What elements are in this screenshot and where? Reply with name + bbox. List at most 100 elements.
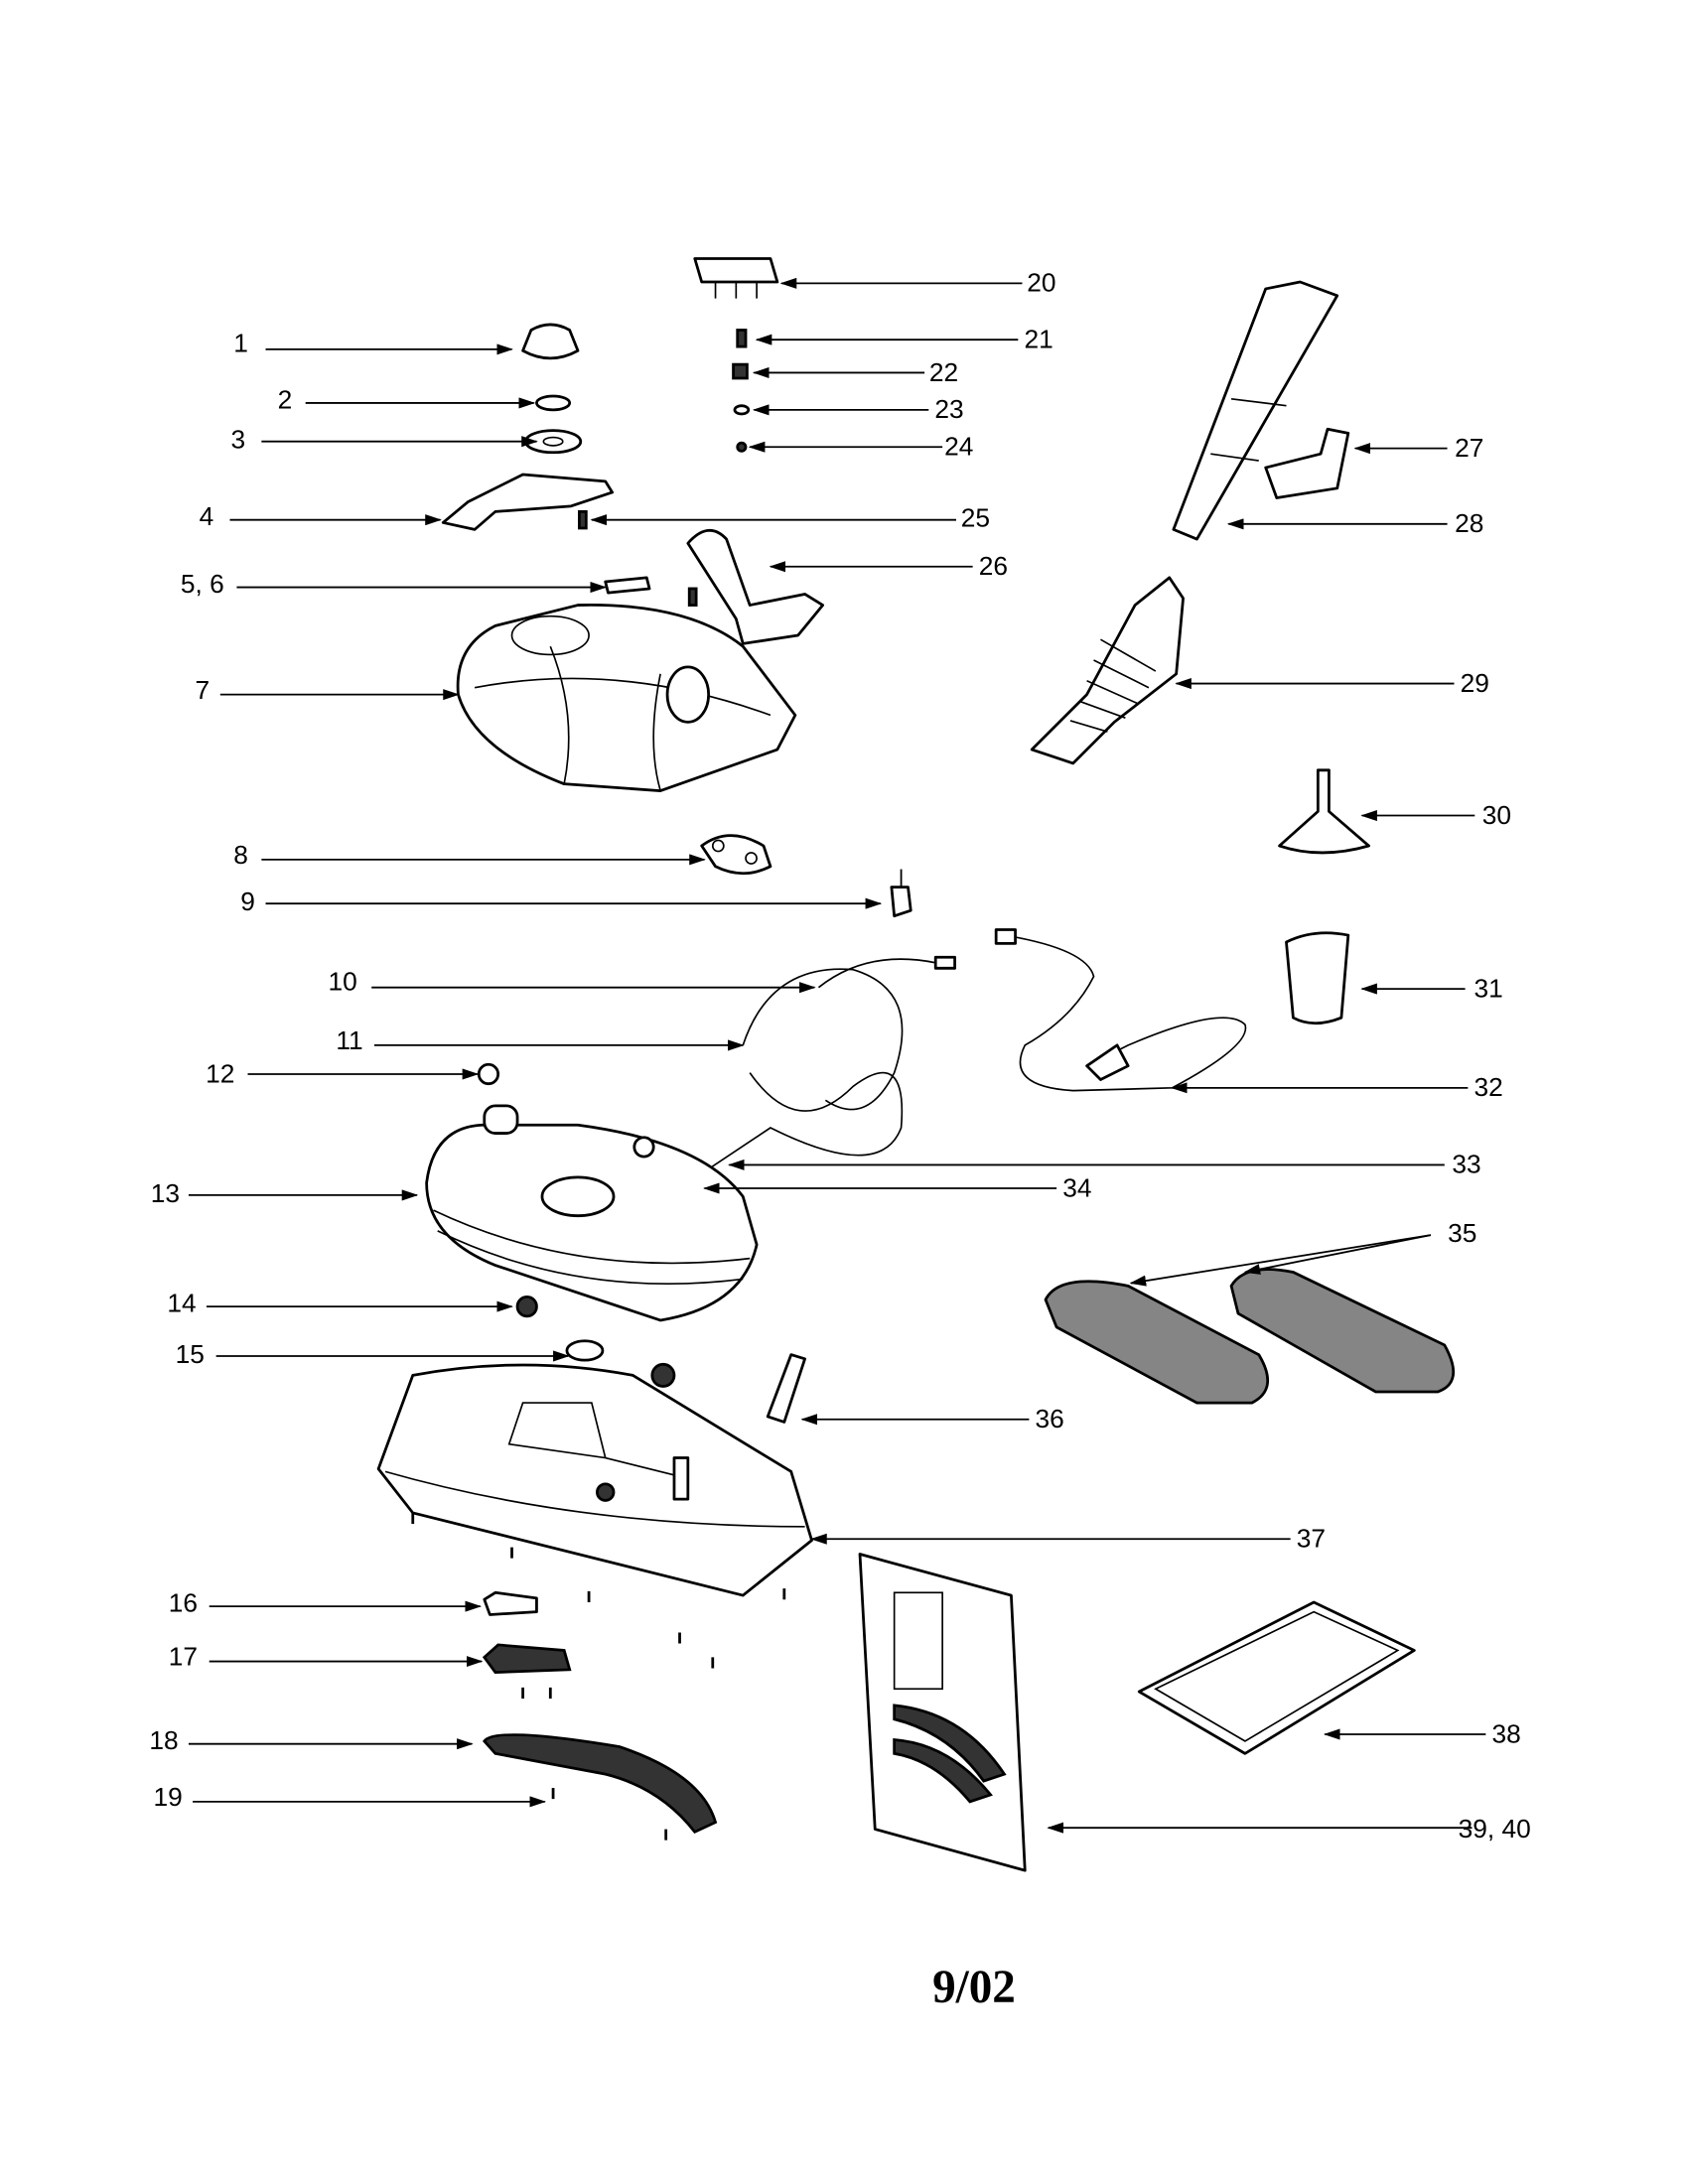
part-1-knob <box>521 323 580 360</box>
part-27-clip <box>1264 427 1350 499</box>
part-17-pad <box>482 1643 572 1675</box>
callout-number: 27 <box>1455 433 1483 463</box>
part-25-pin <box>578 509 588 530</box>
part-26-bracket <box>686 529 824 645</box>
callout-number: 16 <box>169 1588 198 1618</box>
callout-number: 5, 6 <box>181 569 224 599</box>
part-2-washer <box>535 394 572 412</box>
callout-number: 20 <box>1027 268 1055 298</box>
part-24-ball <box>736 441 748 453</box>
callout-number: 30 <box>1482 800 1511 830</box>
part-7-upper-housing <box>456 604 797 792</box>
callout-number: 35 <box>1448 1218 1476 1248</box>
part-4-trigger <box>441 473 615 531</box>
callout: 13 <box>151 1178 419 1208</box>
callout: 37 <box>810 1524 1326 1554</box>
callout: 18 <box>149 1725 474 1755</box>
callout: 25 <box>590 503 990 533</box>
callout: 10 <box>328 966 816 996</box>
leader-arrow <box>1243 1234 1432 1275</box>
callout: 23 <box>752 394 964 424</box>
screws <box>411 1512 786 1841</box>
callout-number: 37 <box>1297 1524 1326 1554</box>
callout-number: 8 <box>233 840 248 870</box>
callout: 2 <box>278 384 536 414</box>
leader-arrow <box>1129 1234 1432 1287</box>
callout: 34 <box>703 1172 1092 1202</box>
callout: 28 <box>1226 508 1483 538</box>
callout: 12 <box>206 1058 480 1088</box>
part-22-bushing <box>732 362 749 380</box>
part-8-gasket <box>700 834 772 876</box>
callout-number: 28 <box>1455 508 1483 538</box>
callout: 27 <box>1353 433 1483 463</box>
part-9-valve <box>890 886 912 918</box>
callout-number: 13 <box>151 1178 180 1208</box>
callout-number: 10 <box>328 966 356 996</box>
callout-number: 38 <box>1492 1718 1521 1748</box>
callout: 29 <box>1175 668 1489 698</box>
parts-illustrations <box>376 257 1455 1872</box>
footer-date: 9/02 <box>932 1962 1016 2013</box>
callout-number: 4 <box>200 501 214 531</box>
callout: 11 <box>336 1025 745 1055</box>
callout: 36 <box>800 1404 1064 1433</box>
part-15-nut <box>565 1339 605 1362</box>
callout-number: 31 <box>1474 973 1502 1003</box>
callout-number: 23 <box>934 394 963 424</box>
part-13-tank <box>425 1123 759 1322</box>
part-35-pad-a <box>1044 1280 1269 1405</box>
part-32-power-cord <box>1004 934 1247 1092</box>
callout-number: 25 <box>961 503 990 533</box>
part-28-wand <box>1172 280 1339 541</box>
callout: 1 <box>233 329 513 358</box>
part-30-funnel <box>1278 768 1370 855</box>
callout: 26 <box>769 551 1008 581</box>
callout: 31 <box>1360 973 1503 1003</box>
callout: 32 <box>1171 1072 1503 1102</box>
callout-number: 11 <box>336 1025 362 1055</box>
part-10-11-wiring <box>708 958 936 1170</box>
callout: 3 <box>230 425 538 455</box>
callout: 35 <box>1129 1218 1476 1287</box>
callout-number: 2 <box>278 384 293 414</box>
part-14-plug <box>515 1296 538 1318</box>
callout: 20 <box>779 268 1056 298</box>
part-12-cap <box>477 1062 500 1086</box>
part-20-connector <box>693 257 779 284</box>
callout: 7 <box>195 675 460 705</box>
callout: 17 <box>169 1642 484 1672</box>
callout: 24 <box>748 432 973 462</box>
part-38-tray <box>1137 1600 1416 1755</box>
callout-number: 36 <box>1036 1404 1064 1433</box>
callout: 15 <box>176 1339 570 1369</box>
callout: 30 <box>1360 800 1511 830</box>
callout-number: 14 <box>167 1289 196 1318</box>
callout-number: 34 <box>1062 1172 1091 1202</box>
callout-number: 7 <box>195 675 210 705</box>
part-18-strip <box>483 1733 718 1835</box>
callout-number: 17 <box>169 1642 198 1672</box>
part-5-6-clip <box>604 576 651 595</box>
callout-number: 1 <box>233 329 248 358</box>
callout: 33 <box>728 1150 1481 1179</box>
callout: 14 <box>167 1289 513 1318</box>
part-21-spring <box>736 329 748 348</box>
callout: 21 <box>755 325 1053 354</box>
part-37-base <box>376 1363 813 1597</box>
callout-number: 12 <box>206 1058 234 1088</box>
part-23-oring <box>733 404 751 416</box>
callout: 22 <box>752 357 958 387</box>
part-16-pad <box>483 1590 538 1616</box>
callout: 16 <box>169 1588 483 1618</box>
callout-number: 33 <box>1452 1150 1480 1179</box>
callout-number: 9 <box>240 887 255 916</box>
part-31-cup <box>1285 931 1350 1025</box>
callout-number: 26 <box>979 551 1008 581</box>
callout: 5, 6 <box>181 569 608 599</box>
callout: 38 <box>1323 1718 1521 1748</box>
callout: 4 <box>200 501 442 531</box>
part-36-element <box>766 1353 806 1424</box>
callout: 9 <box>240 887 883 916</box>
